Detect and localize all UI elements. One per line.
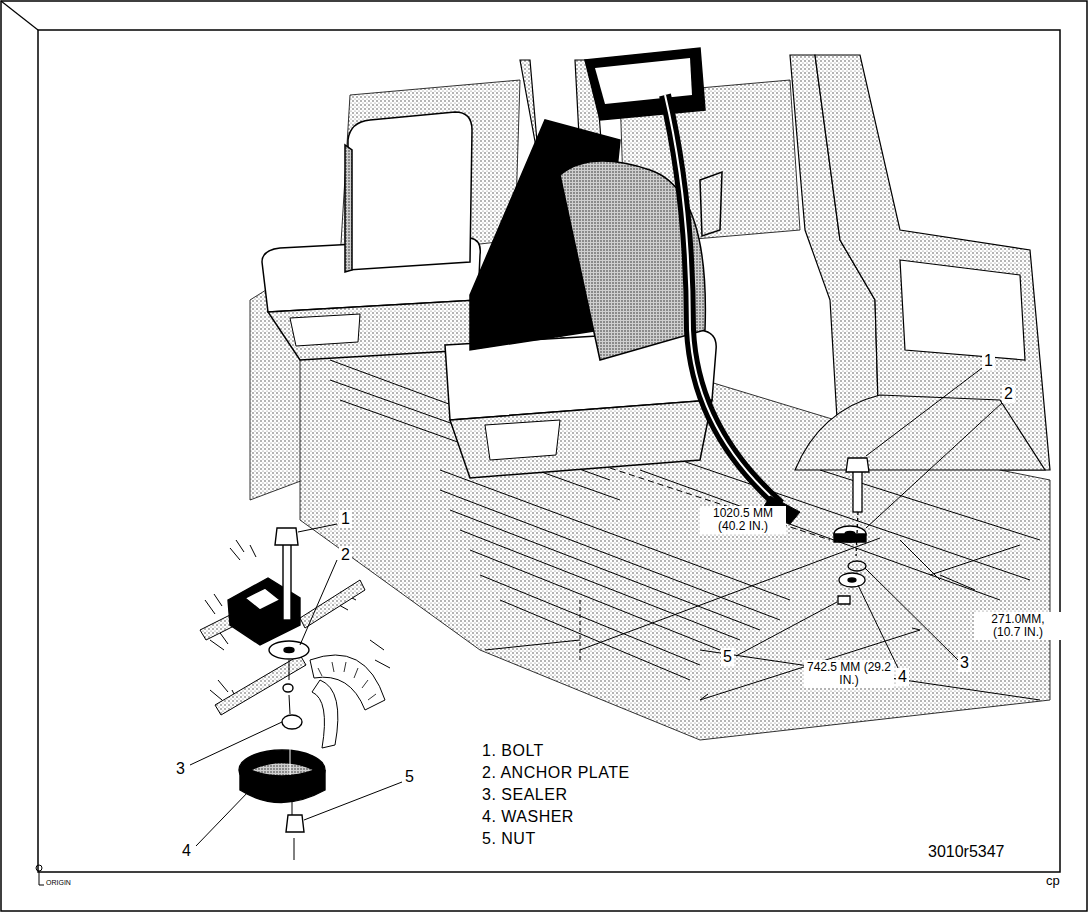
center-seat [445,48,722,478]
callout-number: 2 [339,546,352,564]
callout-number: 5 [403,768,416,786]
parts-list-item: 4. WASHER [482,808,574,826]
parts-list-item: 3. SEALER [482,786,567,804]
left-seat [262,112,480,360]
callout-number: 1 [339,510,352,528]
callout-number: 4 [180,842,193,860]
origin-mark [36,865,44,885]
figure-code: 3010r5347 [928,843,1005,861]
right-seat [795,395,1045,470]
floor [300,300,1050,740]
callout-number: 4 [896,668,909,686]
initials: cp [1046,874,1060,888]
callout-number: 5 [721,648,734,666]
parts-list-item: 2. ANCHOR PLATE [482,764,630,782]
dimension-lines [485,468,1020,700]
callout-number: 3 [958,654,971,672]
dimension-label: 271.0MM, (10.7 IN.) [974,612,1062,640]
seat-belt [665,95,800,524]
dimension-label: 1020.5 MM (40.2 IN.) [700,506,786,534]
anchor-hardware [834,458,869,604]
parts-list-item: 5. NUT [482,830,536,848]
inset-exploded-view [190,524,402,860]
callout-number: 1 [982,352,995,370]
parts-list-item: 1. BOLT [482,742,544,760]
dimension-label: 742.5 MM (29.2 IN.) [804,660,894,688]
callout-number: 3 [174,760,187,778]
origin-label: ORIGIN [46,879,71,887]
callout-number: 2 [1002,385,1015,403]
